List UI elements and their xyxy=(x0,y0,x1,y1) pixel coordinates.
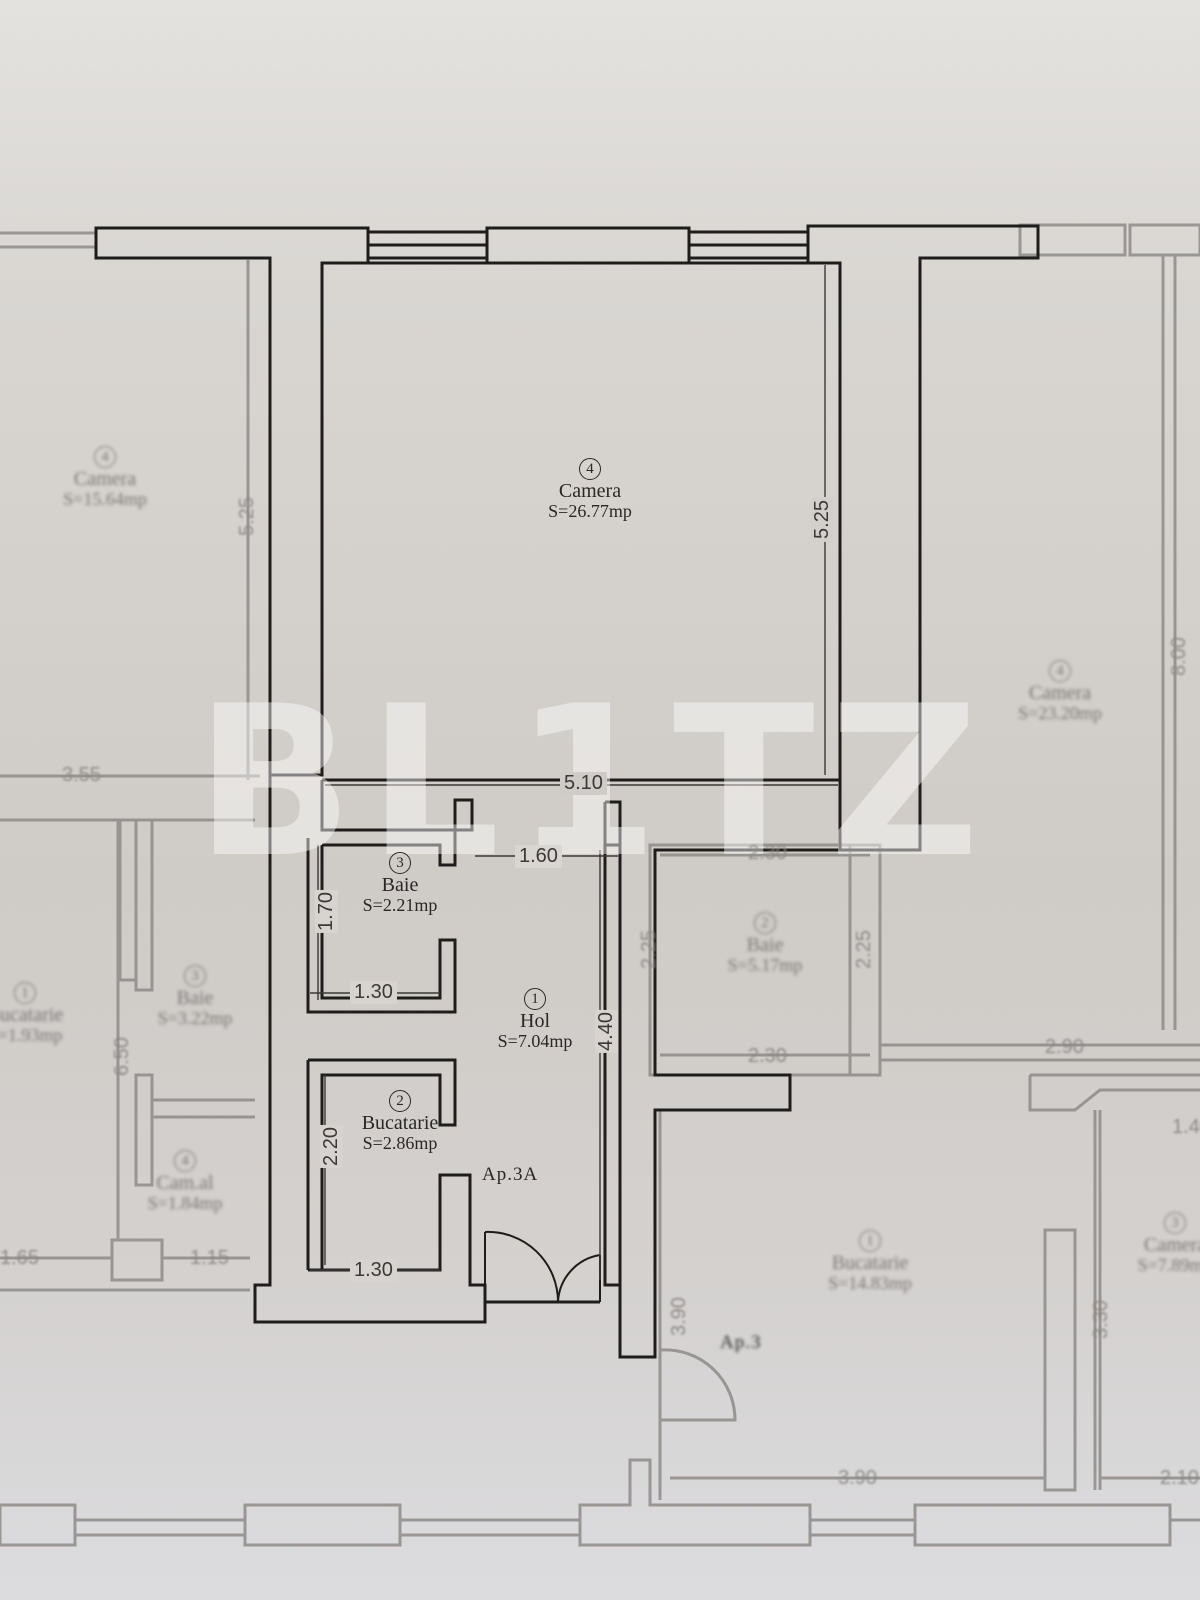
neighbor-left-baie: 3 Baie S=3.22mp xyxy=(135,965,255,1029)
neighbor-left-camera: 4 Camera S=15.64mp xyxy=(40,446,170,510)
neighbor-right-camera: 4 Camera S=23.20mp xyxy=(990,660,1130,724)
room-number: 3 xyxy=(1164,1212,1186,1234)
room-area: S=2.86mp xyxy=(362,1133,438,1153)
room-area: S=1.93mp xyxy=(0,1025,63,1045)
neighbor-apartment-label: Ap.3 xyxy=(720,1332,762,1353)
neighbor-dim: 1.15 xyxy=(190,1247,229,1269)
neighbor-dim: 2.30 xyxy=(748,1045,787,1067)
room-number: 2 xyxy=(389,1090,411,1112)
room-area: S=14.83mp xyxy=(828,1273,912,1293)
room-name: Baie xyxy=(176,987,214,1009)
neighbor-right-baie: 2 Baie S=5.17mp xyxy=(700,912,830,976)
neighbor-right-bucatarie: 1 Bucatarie S=14.83mp xyxy=(795,1230,945,1294)
neighbor-dim: 3.55 xyxy=(62,764,101,786)
room-area: S=1.84mp xyxy=(147,1193,223,1213)
neighbor-left-cam-al: 4 Cam.al S=1.84mp xyxy=(125,1150,245,1214)
room-number: 1 xyxy=(14,982,36,1004)
room-number: 3 xyxy=(389,852,411,874)
neighbor-dim: 5.25 xyxy=(235,497,258,536)
neighbor-dim: 3.90 xyxy=(667,1297,690,1336)
room-area: S=2.21mp xyxy=(362,895,438,915)
main-walls xyxy=(94,224,1040,1359)
dim-bucatarie-height: 2.20 xyxy=(319,1125,343,1168)
room-name: Hol xyxy=(520,1010,550,1032)
room-number: 4 xyxy=(94,446,116,468)
dim-camera-width: 5.10 xyxy=(560,772,607,795)
room-name: Bucatarie xyxy=(831,1252,909,1274)
room-name: Camera xyxy=(1143,1234,1200,1256)
apartment-label: Ap.3A xyxy=(482,1164,539,1185)
room-number: 1 xyxy=(859,1230,881,1252)
room-baie: 3 Baie S=2.21mp xyxy=(330,852,470,916)
neighbor-dim: 2.25 xyxy=(637,930,660,969)
room-number: 4 xyxy=(174,1150,196,1172)
neighbor-dim: 8.00 xyxy=(1167,637,1190,676)
room-number: 4 xyxy=(579,458,601,480)
room-area: S=5.17mp xyxy=(727,955,803,975)
room-name: Bucatarie xyxy=(361,1112,439,1134)
neighbor-dim: 2.30 xyxy=(748,842,787,864)
neighbor-dim: 2.25 xyxy=(852,930,875,969)
room-camera: 4 Camera S=26.77mp xyxy=(510,458,670,522)
room-name: Camera xyxy=(73,468,137,490)
room-name: Baie xyxy=(746,934,784,956)
room-number: 3 xyxy=(184,965,206,987)
neighbor-dim: 3.30 xyxy=(1089,1300,1112,1339)
room-area: S=3.22mp xyxy=(157,1008,233,1028)
room-number: 4 xyxy=(1049,660,1071,682)
room-name: Cam.al xyxy=(156,1172,214,1194)
room-number: 1 xyxy=(524,988,546,1010)
room-area: S=23.20mp xyxy=(1018,703,1102,723)
neighbor-left-bucatarie: 1 Bucatarie S=1.93mp xyxy=(0,982,90,1046)
room-number: 2 xyxy=(754,912,776,934)
dim-hol-height: 4.40 xyxy=(594,1010,618,1053)
room-area: S=15.64mp xyxy=(63,489,147,509)
room-bucatarie: 2 Bucatarie S=2.86mp xyxy=(335,1090,465,1154)
dim-hall-top: 1.60 xyxy=(515,845,562,868)
dim-bucatarie-width: 1.30 xyxy=(350,1259,397,1282)
neighbor-dim: 6.50 xyxy=(110,1037,133,1076)
dim-camera-height: 5.25 xyxy=(810,497,834,542)
neighbor-dim: 1.40 xyxy=(1172,1116,1200,1138)
neighbor-dim: 2.10 xyxy=(1160,1467,1199,1489)
dim-baie-height: 1.70 xyxy=(314,890,338,933)
room-hol: 1 Hol S=7.04mp xyxy=(475,988,595,1052)
room-area: S=7.89mp xyxy=(1137,1255,1200,1275)
neighbor-dim: 2.90 xyxy=(1045,1036,1084,1058)
neighbor-dim: 1.65 xyxy=(0,1247,39,1269)
dim-baie-width: 1.30 xyxy=(350,981,397,1004)
room-area: S=7.04mp xyxy=(497,1031,573,1051)
room-name: Camera xyxy=(1028,682,1092,704)
room-name: Bucatarie xyxy=(0,1004,64,1026)
room-name: Camera xyxy=(558,480,622,502)
room-name: Baie xyxy=(381,874,419,896)
neighbor-right-camera-small: 3 Camera S=7.89mp xyxy=(1115,1212,1200,1276)
room-area: S=26.77mp xyxy=(548,501,632,521)
neighbor-dim: 3.90 xyxy=(838,1467,877,1489)
